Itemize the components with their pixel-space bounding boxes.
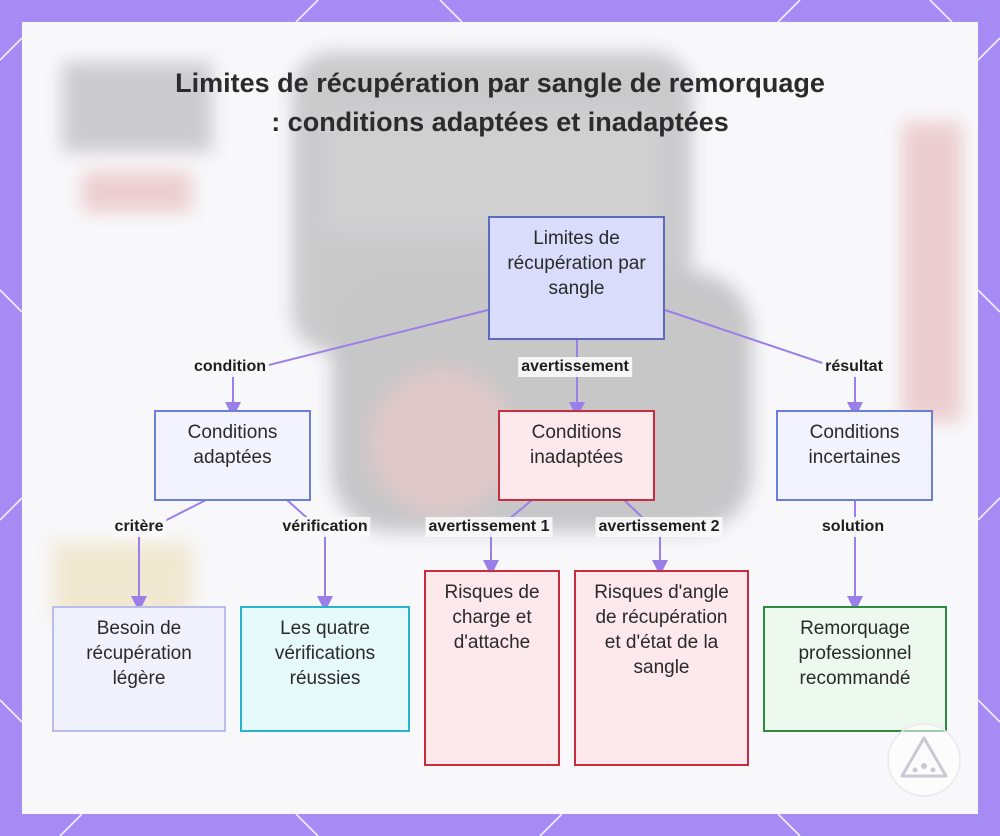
edge-label-avertissement-1: avertissement 1 bbox=[425, 517, 553, 537]
node-conditions-adaptees: Conditions adaptées bbox=[154, 410, 311, 501]
diagram-panel: Limites de récupération par sangle de re… bbox=[22, 22, 978, 814]
node-root: Limites de récupération par sangle bbox=[488, 216, 665, 340]
node-risques-angle: Risques d'angle de récupération et d'éta… bbox=[574, 570, 749, 766]
node-besoin-recuperation: Besoin de récupération légère bbox=[52, 606, 226, 732]
node-conditions-adaptees-label: Conditions adaptées bbox=[187, 422, 278, 468]
edge-label-condition: condition bbox=[191, 357, 269, 377]
node-quatre-verifications-label: Les quatre vérifications réussies bbox=[274, 618, 376, 689]
edge-label-solution: solution bbox=[818, 517, 888, 537]
node-conditions-inadaptees-label: Conditions inadaptées bbox=[530, 422, 623, 468]
node-conditions-incertaines-label: Conditions incertaines bbox=[808, 422, 901, 468]
edge-label-avertissement-2: avertissement 2 bbox=[595, 517, 723, 537]
node-risques-charge-label: Risques de charge et d'attache bbox=[444, 582, 540, 653]
diagram-title: Limites de récupération par sangle de re… bbox=[175, 68, 825, 137]
edge-label-avertissement: avertissement bbox=[518, 357, 632, 377]
logo-triangle-icon bbox=[887, 723, 961, 797]
node-remorquage-professionnel: Remorquage professionnel recommandé bbox=[763, 606, 947, 732]
edge-label-verification: vérification bbox=[279, 517, 371, 537]
node-conditions-incertaines: Conditions incertaines bbox=[776, 410, 933, 501]
edge-label-critere: critère bbox=[111, 517, 167, 537]
node-root-label: Limites de récupération par sangle bbox=[507, 228, 646, 299]
node-quatre-verifications: Les quatre vérifications réussies bbox=[240, 606, 410, 732]
node-remorquage-professionnel-label: Remorquage professionnel recommandé bbox=[798, 618, 912, 689]
node-conditions-inadaptees: Conditions inadaptées bbox=[498, 410, 655, 501]
edge-label-resultat: résultat bbox=[822, 357, 886, 377]
node-risques-charge: Risques de charge et d'attache bbox=[424, 570, 560, 766]
node-besoin-recuperation-label: Besoin de récupération légère bbox=[86, 618, 192, 689]
node-risques-angle-label: Risques d'angle de récupération et d'éta… bbox=[594, 582, 729, 678]
